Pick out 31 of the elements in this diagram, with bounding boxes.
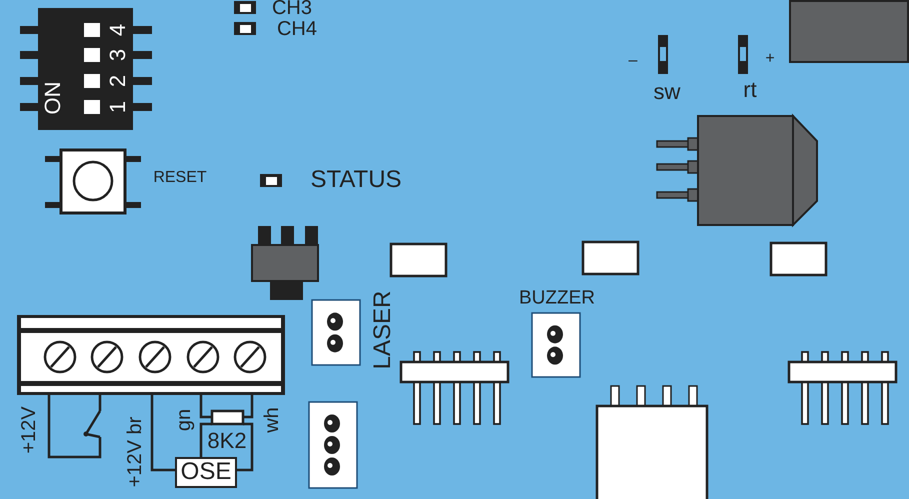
wire: [48, 395, 102, 458]
wire: [200, 422, 212, 457]
button-label: RESET: [153, 170, 207, 186]
switch-number: 1: [107, 100, 129, 114]
wire: [200, 395, 212, 418]
wire: [243, 395, 254, 418]
led-label: CH3: [272, 0, 312, 18]
sensor-box: OSE: [175, 457, 237, 488]
led-label: CH4: [277, 19, 317, 39]
jumper-label: rt: [743, 79, 757, 101]
connector-label: LASER: [371, 290, 395, 370]
switch-number: 3: [107, 48, 129, 62]
jumper-label: sw: [654, 81, 680, 103]
switch-number: 4: [107, 24, 129, 36]
switch-symbol: [84, 410, 102, 438]
resistor-symbol: [210, 410, 244, 426]
wire: [98, 395, 102, 411]
terminal-block-drawing: [17, 315, 285, 395]
wire-label: gn: [174, 408, 194, 432]
terminal-label: +12V br: [125, 416, 145, 488]
on-label: ON: [42, 82, 64, 114]
polarity-sign: –: [628, 53, 638, 69]
resistor-value: 8K2: [207, 430, 247, 452]
led-label: STATUS: [310, 168, 402, 192]
terminal-label: +12V: [19, 406, 39, 454]
polarity-sign: +: [765, 51, 775, 67]
connector-label: BUZZER: [519, 288, 595, 308]
wire-label: wh: [262, 407, 282, 433]
wire: [237, 422, 254, 472]
switch-number: 2: [107, 74, 129, 88]
wire: [150, 395, 175, 472]
